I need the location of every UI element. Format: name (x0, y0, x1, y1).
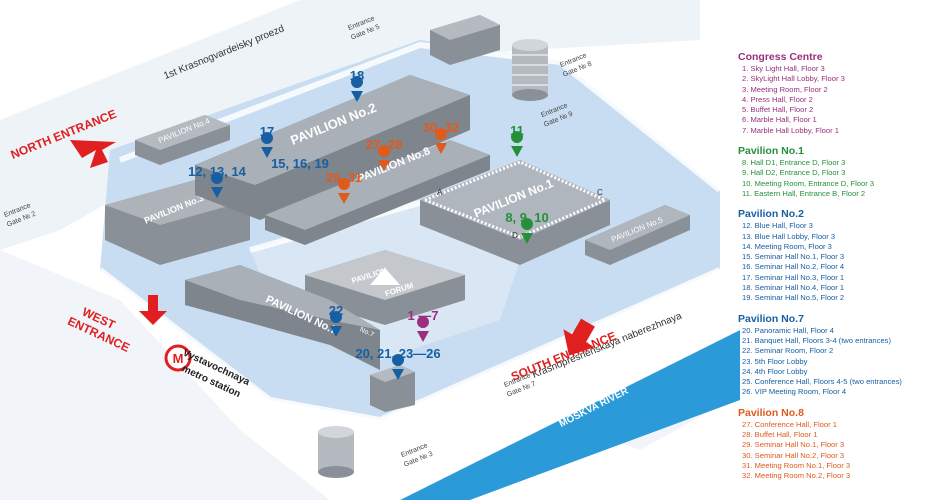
legend-item[interactable]: 5. Buffet Hall, Floor 2 (742, 105, 814, 115)
marker-29-31[interactable]: 29, 31 (326, 170, 362, 204)
legend-item[interactable]: 23. 5th Floor Lobby (742, 356, 808, 366)
south-rotunda (318, 426, 354, 478)
pin-icon (351, 76, 364, 102)
marker-17[interactable]: 17 (260, 124, 274, 158)
marker-29-label: 29, 31 (326, 170, 362, 185)
legend-item[interactable]: 17. Seminar Hall No.3, Floor 1 (742, 272, 845, 282)
marker-15-label: 15, 16, 19 (271, 156, 329, 171)
legend-section-title: Pavilion No.2 (738, 208, 804, 221)
pavilion-5[interactable]: PAVILION No.5 (585, 205, 690, 265)
pin-icon (392, 354, 405, 380)
legend-item[interactable]: 15. Seminar Hall No.1, Floor 3 (742, 252, 845, 262)
marker-15-16-19[interactable]: 15, 16, 19 (271, 156, 329, 171)
marker-20-26[interactable]: 20, 21, 23—26 (355, 346, 441, 380)
legend-item[interactable]: 12. Blue Hall, Floor 3 (742, 221, 813, 231)
marker-18[interactable]: 18 (350, 68, 364, 102)
marker-8-9-10[interactable]: 8, 9, 10 (505, 210, 549, 244)
marker-8-label: 8, 9, 10 (505, 210, 548, 225)
marker-27-28[interactable]: 27, 28 (366, 137, 402, 171)
pin-icon (378, 145, 391, 171)
marker-12-label: 12, 13, 14 (188, 164, 247, 179)
legend-item[interactable]: 21. Banquet Hall, Floors 3-4 (two entran… (742, 335, 891, 345)
legend-item[interactable]: 28. Buffet Hall, Floor 1 (742, 430, 818, 440)
gate-3[interactable]: Entrance Gate № 3 (400, 442, 434, 468)
north-building (430, 15, 500, 65)
door-c-label: C (597, 188, 603, 197)
marker-1-label: 1 —7 (407, 308, 438, 323)
legend-item[interactable]: 27. Conference Hall, Floor 1 (742, 419, 837, 429)
pin-icon (330, 311, 343, 337)
legend-section-title: Pavilion No.1 (738, 145, 804, 158)
pin-icon (521, 218, 534, 244)
legend-item[interactable]: 16. Seminar Hall No.2, Floor 4 (742, 262, 845, 272)
marker-12-13-14[interactable]: 12, 13, 14 (188, 164, 247, 198)
pin-icon (261, 132, 274, 158)
marker-30-label: 30, 32 (423, 120, 459, 135)
marker-30-32[interactable]: 30, 32 (423, 120, 459, 154)
pin-icon (511, 131, 524, 157)
legend-item[interactable]: 18. Seminar Hall No.4, Floor 1 (742, 283, 845, 293)
legend-item[interactable]: 26. VIP Meeting Room, Floor 4 (742, 387, 847, 397)
door-a-label: A (437, 188, 443, 197)
legend-item[interactable]: 31. Meeting Room No.1, Floor 3 (742, 460, 851, 470)
legend-item[interactable]: 14. Meeting Room, Floor 3 (742, 241, 832, 251)
marker-20-label: 20, 21, 23—26 (355, 346, 440, 361)
legend-item[interactable]: 11. Eastern Hall, Entrance B, Floor 2 (742, 188, 866, 198)
moscow-metro-icon (164, 344, 192, 372)
river-bank (380, 320, 740, 500)
legend-item[interactable]: 3. Meeting Room, Floor 2 (742, 84, 828, 94)
legend-item[interactable]: 19. Seminar Hall No.5, Floor 2 (742, 293, 845, 303)
metro-m-glyph: M (173, 351, 184, 366)
legend-item[interactable]: 22. Seminar Room, Floor 2 (742, 346, 834, 356)
legend-section-title: Congress Centre (738, 51, 823, 63)
legend-item[interactable]: 2. SkyLight Hall Lobby, Floor 3 (742, 74, 845, 84)
marker-11[interactable]: 11 (510, 123, 524, 157)
legend-item[interactable]: 4. Press Hall, Floor 2 (742, 94, 813, 104)
legend-item[interactable]: 10. Meeting Room, Entrance D, Floor 3 (742, 178, 875, 188)
marker-1-7[interactable]: 1 —7 (407, 308, 439, 342)
pin-icon (211, 172, 224, 198)
legend-item[interactable]: 20. Panoramic Hall, Floor 4 (742, 325, 835, 335)
legend-section-title: Pavilion No.8 (738, 406, 804, 419)
marker-27-label: 27, 28 (366, 137, 402, 152)
pin-icon (417, 316, 430, 342)
legend-item[interactable]: 7. Marble Hall Lobby, Floor 1 (742, 125, 839, 135)
legend-item[interactable]: 8. Hall D1, Entrance D, Floor 3 (742, 158, 846, 168)
door-d-label: D (512, 231, 518, 240)
pavilion-4[interactable]: PAVILION No.4 (135, 115, 230, 165)
legend-item[interactable]: 30. Seminar Hall No.2, Floor 3 (742, 450, 845, 460)
legend-item[interactable]: 9. Hall D2, Entrance D, Floor 3 (742, 168, 846, 178)
pin-icon (338, 178, 351, 204)
legend-item[interactable]: 29. Seminar Hall No.1, Floor 3 (742, 440, 845, 450)
legend-section-title: Pavilion No.7 (738, 312, 804, 325)
legend-item[interactable]: 32. Meeting Room No.2, Floor 3 (742, 471, 851, 481)
marker-22[interactable]: 22 (329, 303, 343, 337)
legend-item[interactable]: 1. Sky Light Hall, Floor 3 (742, 64, 825, 73)
pavilion-forum[interactable]: PAVILION FORUM (305, 250, 465, 325)
legend-item[interactable]: 13. Blue Hall Lobby, Floor 3 (742, 231, 836, 241)
legend-item[interactable]: 25. Conference Hall, Floors 4-5 (two ent… (742, 377, 902, 387)
legend-item[interactable]: 6. Marble Hall, Floor 1 (742, 115, 817, 125)
round-tower (512, 39, 548, 101)
pin-icon (435, 128, 448, 154)
pavilion-1[interactable]: PAVILION No.1 A C D (420, 160, 610, 265)
legend-item[interactable]: 24. 4th Floor Lobby (742, 366, 808, 376)
